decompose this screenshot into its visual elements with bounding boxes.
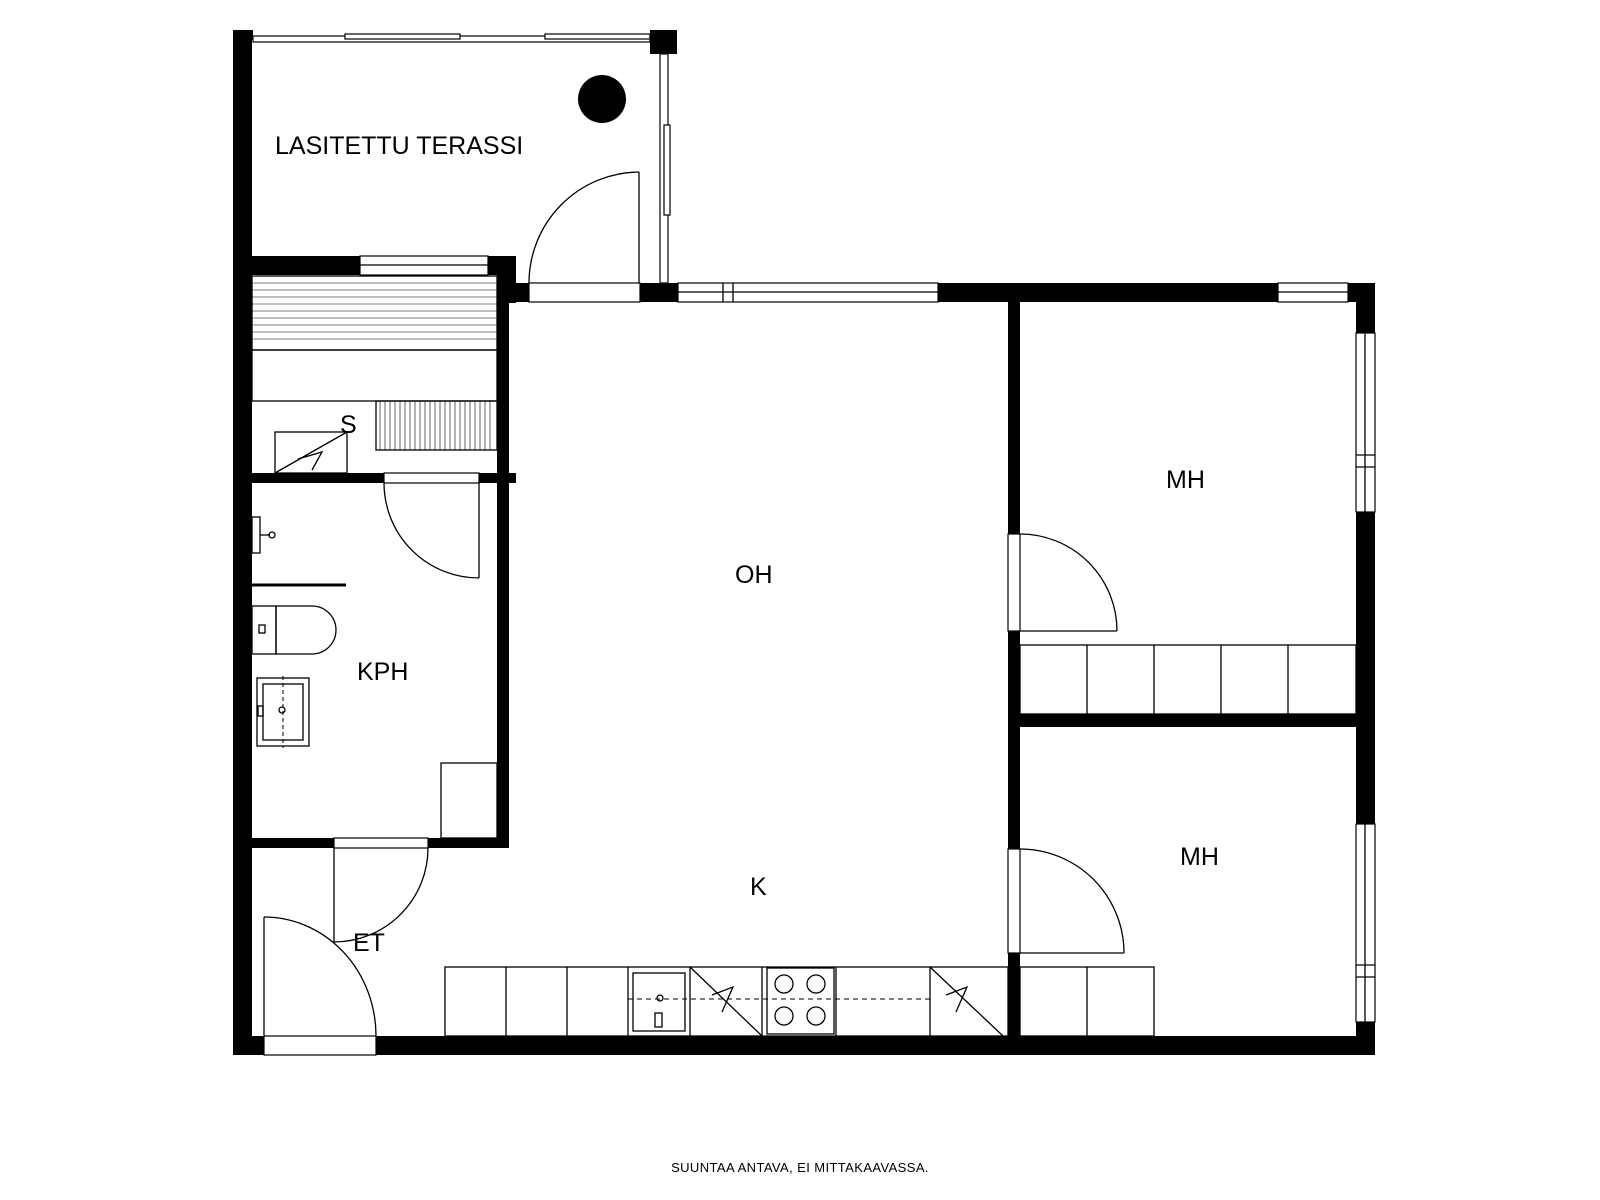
room-label-terrace: LASITETTU TERASSI — [275, 132, 523, 160]
sauna-benches — [251, 275, 498, 474]
room-label-kitchen: K — [750, 873, 767, 901]
room-labels: LASITETTU TERASSI S KPH OH K ET MH MH — [275, 132, 1219, 957]
disclaimer-note: SUUNTAA ANTAVA, EI MITTAKAAVASSA. — [671, 1160, 929, 1175]
terrace-post — [578, 75, 626, 123]
room-label-bedroom-2: MH — [1180, 843, 1219, 871]
windows — [252, 33, 1376, 1056]
kitchen-counter — [444, 966, 1009, 1037]
fixtures — [251, 75, 1357, 1037]
room-label-sauna: S — [340, 411, 357, 439]
room-label-bathroom: KPH — [357, 658, 408, 686]
doors — [263, 171, 1125, 1037]
room-label-bedroom-1: MH — [1166, 466, 1205, 494]
room-label-living-room: OH — [735, 561, 773, 589]
room-label-entrance: ET — [353, 929, 385, 957]
